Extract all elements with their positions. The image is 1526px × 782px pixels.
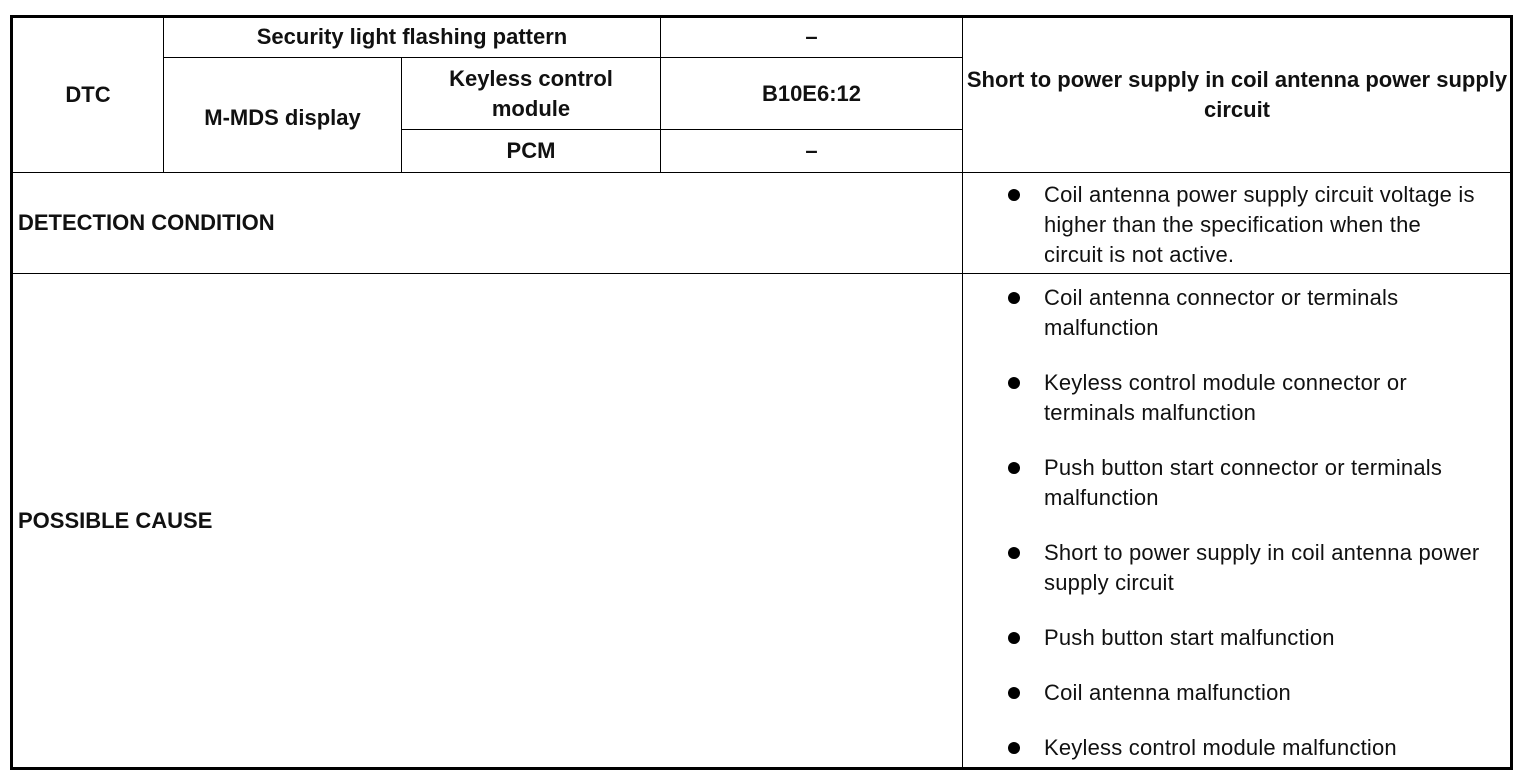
grid-line xyxy=(401,57,402,172)
bullet-icon xyxy=(1008,632,1020,644)
cause-item-text: Keyless control module malfunction xyxy=(1044,735,1397,760)
dtc-label: DTC xyxy=(65,81,111,107)
list-item: Short to power supply in coil antenna po… xyxy=(1000,538,1480,623)
cause-item-text: Keyless control module connector or term… xyxy=(1044,370,1407,425)
bullet-icon xyxy=(1008,547,1020,559)
bullet-icon xyxy=(1008,292,1020,304)
grid-line xyxy=(402,129,962,130)
detection-condition-label: DETECTION CONDITION xyxy=(18,210,275,235)
pcm-value: – xyxy=(805,138,818,163)
pcm-label: PCM xyxy=(506,138,556,163)
mmds-display-label: M-MDS display xyxy=(204,105,361,130)
detection-item-text: Coil antenna power supply circuit voltag… xyxy=(1044,182,1475,267)
grid-line xyxy=(660,17,661,172)
bullet-icon xyxy=(1008,687,1020,699)
list-item: Coil antenna connector or terminals malf… xyxy=(1000,283,1480,368)
security-pattern-label: Security light flashing pattern xyxy=(256,24,568,49)
cause-item-text: Push button start connector or terminals… xyxy=(1044,455,1443,510)
grid-line xyxy=(12,273,1511,274)
cause-item-text: Coil antenna connector or terminals malf… xyxy=(1044,285,1399,340)
keyless-module-label: Keyless control module xyxy=(449,65,613,121)
list-item: Coil antenna malfunction xyxy=(1000,678,1480,733)
bullet-icon xyxy=(1008,742,1020,754)
keyless-module-dtc: B10E6:12 xyxy=(761,80,862,106)
list-item: Push button start connector or terminals… xyxy=(1000,453,1480,538)
dtc-table xyxy=(10,15,1513,770)
list-item: Keyless control module connector or term… xyxy=(1000,368,1480,453)
grid-line xyxy=(12,172,1511,173)
list-item: Push button start malfunction xyxy=(1000,623,1480,678)
detection-condition-list: Coil antenna power supply circuit voltag… xyxy=(1000,180,1480,270)
grid-line xyxy=(164,57,962,58)
list-item: Keyless control module malfunction xyxy=(1000,733,1480,763)
dtc-description: Short to power supply in coil antenna po… xyxy=(966,66,1508,122)
bullet-icon xyxy=(1008,462,1020,474)
grid-line xyxy=(962,17,963,768)
cause-item-text: Push button start malfunction xyxy=(1044,625,1335,650)
cause-item-text: Coil antenna malfunction xyxy=(1044,680,1291,705)
bullet-icon xyxy=(1008,377,1020,389)
grid-line xyxy=(163,17,164,172)
bullet-icon xyxy=(1008,189,1020,201)
possible-cause-label: POSSIBLE CAUSE xyxy=(18,508,213,533)
security-pattern-value: – xyxy=(805,24,818,49)
cause-item-text: Short to power supply in coil antenna po… xyxy=(1044,540,1480,595)
list-item: Coil antenna power supply circuit voltag… xyxy=(1000,180,1480,270)
possible-cause-list: Coil antenna connector or terminals malf… xyxy=(1000,283,1480,763)
